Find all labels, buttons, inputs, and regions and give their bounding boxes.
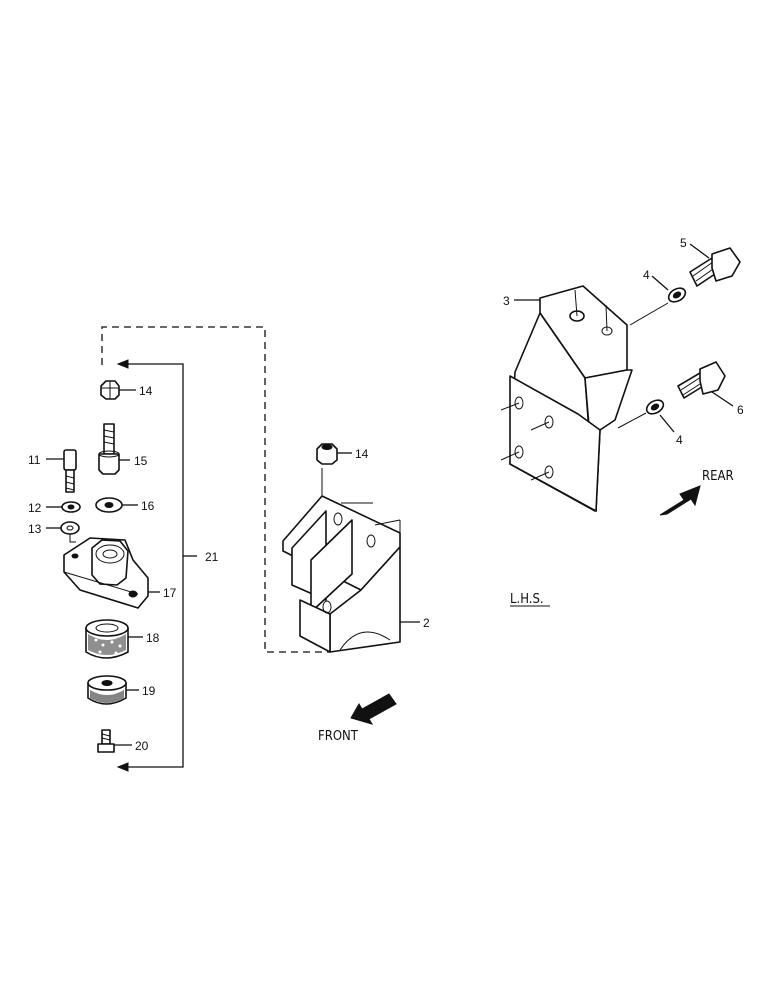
side-label: L.H.S. [510, 592, 544, 607]
label-12: 12 [28, 501, 42, 515]
rubber-pad-19 [87, 675, 127, 705]
axis-line-top [629, 302, 669, 326]
frame-bracket-2 [282, 468, 401, 653]
label-21: 21 [205, 550, 219, 564]
stud-15 [98, 423, 120, 475]
label-20: 20 [135, 739, 149, 753]
axis-line-bottom [617, 412, 647, 429]
label-18: 18 [146, 631, 160, 645]
washer-13 [60, 521, 80, 535]
rear-arrow-icon [659, 485, 701, 516]
washer-16 [95, 497, 123, 513]
bolt-11 [63, 449, 77, 493]
rear-label: REAR [702, 469, 734, 484]
leader-4-bottom [659, 414, 675, 433]
label-2: 2 [423, 616, 430, 630]
leader-5 [689, 243, 710, 259]
front-label: FRONT [318, 729, 359, 744]
screw-20 [97, 729, 115, 753]
nut-14-left [100, 380, 120, 400]
label-5: 5 [680, 236, 687, 250]
washer-12 [61, 501, 81, 513]
label-14-left: 14 [139, 384, 153, 398]
label-3: 3 [503, 294, 510, 308]
label-19: 19 [142, 684, 156, 698]
front-arrow-icon [350, 693, 397, 725]
rubber-mount-18 [85, 619, 129, 659]
leader-4-top [651, 275, 669, 291]
label-16: 16 [141, 499, 155, 513]
washer-4-bottom [645, 399, 665, 415]
mount-bracket-17 [63, 537, 149, 609]
label-4-top: 4 [643, 268, 650, 282]
label-17: 17 [163, 586, 177, 600]
leader-bracket-21 [124, 363, 184, 768]
dashed-assembly-guide [101, 326, 330, 653]
leader-6 [711, 391, 734, 407]
bolt-5 [689, 247, 741, 287]
arrowhead-bottom [116, 762, 129, 772]
nut-14-right [316, 443, 338, 465]
arrowhead-top [116, 359, 129, 369]
label-14-right: 14 [355, 447, 369, 461]
leader-13-ext [69, 534, 76, 543]
label-4-bottom: 4 [676, 433, 683, 447]
bolt-6 [677, 361, 726, 399]
label-13: 13 [28, 522, 42, 536]
washer-4-top [667, 287, 687, 303]
plate-3 [500, 285, 633, 512]
label-11: 11 [28, 453, 41, 467]
label-15: 15 [134, 454, 148, 468]
label-6: 6 [737, 403, 744, 417]
